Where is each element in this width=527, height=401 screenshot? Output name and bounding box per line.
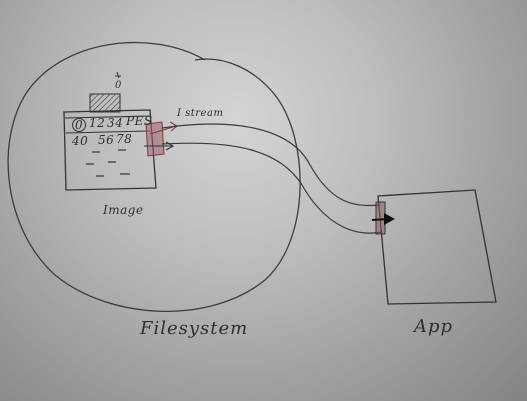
offset-marker [115,71,121,79]
row2-value-a: 40 [72,134,89,148]
row2-value-c: 78 [116,132,133,146]
offset-zero-label: 0 [115,80,122,91]
image-box [63,109,157,191]
stream-label: I stream [177,108,224,119]
app-label: App [414,316,454,337]
row1-value-c: PES [126,114,153,128]
stream-pipe-upper [161,123,381,207]
stream-cursor-highlight [145,121,165,157]
image-row-divider [65,130,151,134]
row2-value-b: 56 [98,133,115,147]
filesystem-label: Filesystem [140,318,249,339]
arrow-right-icon [371,213,395,225]
app-input-socket [375,201,386,235]
filesystem-circle [7,41,301,312]
row1-value-b: 34 [107,116,124,130]
row1-value-a: 12 [89,116,106,130]
image-rows [86,149,130,177]
image-label: Image [103,203,144,217]
row1-marker: 0 [72,118,87,132]
app-box [377,189,497,305]
stream-pipe-lower [161,142,383,234]
image-header-line [64,115,152,119]
hatched-block [89,93,121,113]
